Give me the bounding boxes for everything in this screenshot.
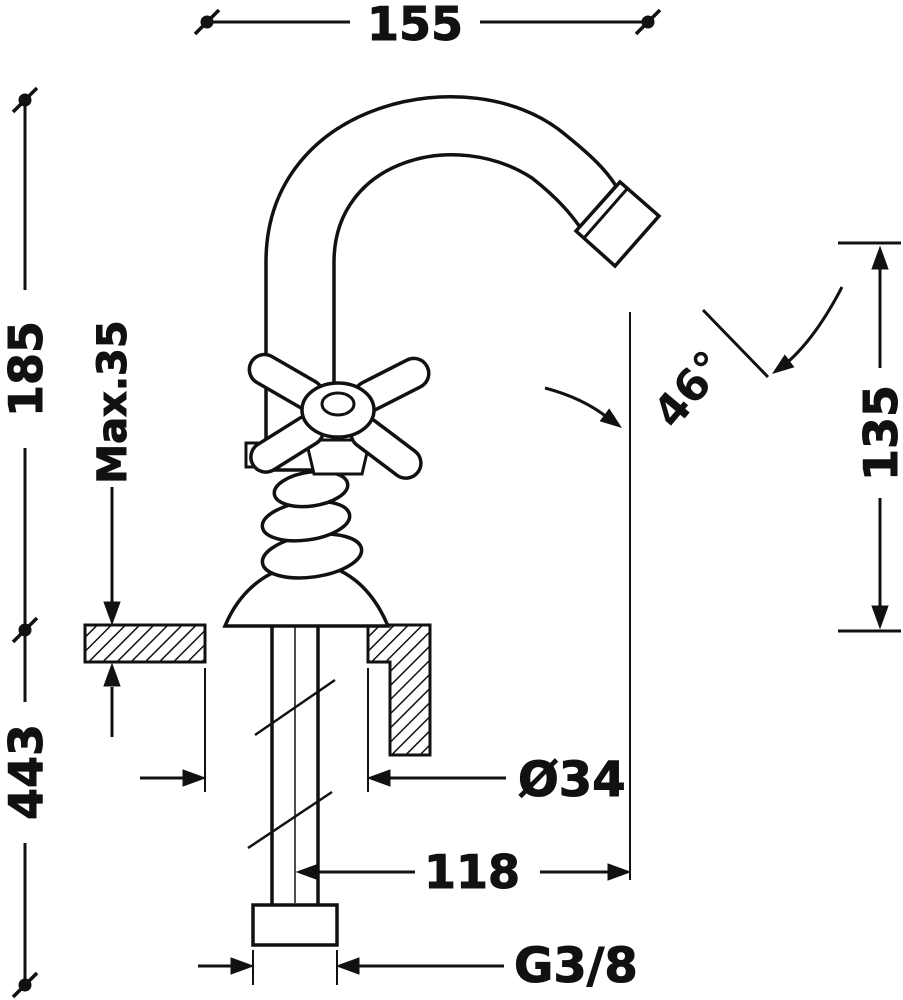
- spout: [264, 95, 619, 472]
- dim-443-tick-bottom: [11, 971, 39, 999]
- dim-185: 185: [0, 86, 54, 644]
- handle-hub-dome: [320, 391, 356, 417]
- dim-118-arrow-left: [295, 863, 320, 881]
- dim-135-arrow-up: [871, 245, 889, 270]
- dim-o34-arrow-left: [366, 769, 391, 787]
- dim-max35-label: Max.35: [90, 320, 136, 483]
- body-ring-upper: [272, 469, 350, 509]
- dim-o34-arrow-right: [182, 769, 207, 787]
- dim-185-tick-top: [11, 86, 39, 114]
- angle-arc-right-arrowhead: [772, 354, 795, 374]
- dim-155: 155: [193, 0, 662, 52]
- dim-g38-arrow-left: [335, 957, 360, 975]
- shank-and-centerlines: [247, 312, 631, 947]
- dim-135-arrow-down: [871, 605, 889, 630]
- angle-arc-left: [544, 386, 609, 420]
- aerator: [573, 179, 662, 269]
- dim-g38: G3/8: [198, 938, 638, 995]
- dim-o34-label: Ø34: [518, 752, 626, 808]
- dim-135-label: 135: [854, 385, 903, 481]
- angle-arc-left-arrowhead: [599, 408, 622, 428]
- countertop-deck: [83, 623, 432, 757]
- dim-135: 135: [838, 241, 903, 633]
- angle-arc-right: [777, 286, 844, 372]
- angle-reference-line: [701, 308, 770, 379]
- faucet-body: [222, 95, 662, 628]
- aerator-joint-line: [582, 188, 629, 239]
- dim-g38-arrow-right: [230, 957, 255, 975]
- pipe-break-mark-lower: [247, 790, 333, 850]
- deck-left-section: [83, 623, 207, 664]
- dim-155-label: 155: [367, 0, 463, 51]
- dim-443: 443: [0, 630, 54, 999]
- dim-max35-arrow-up: [103, 662, 121, 687]
- cross-handle: [247, 352, 431, 480]
- bonnet: [304, 438, 372, 476]
- dim-g38-label: G3/8: [514, 938, 638, 994]
- dim-118-arrow-right: [607, 863, 632, 881]
- dim-155-tick-left: [193, 8, 221, 36]
- dim-118-label: 118: [424, 845, 520, 899]
- pipe-break-mark-upper: [254, 678, 336, 737]
- dim-118: 118: [295, 845, 632, 900]
- dim-max35: Max.35: [90, 320, 137, 737]
- dim-o34: Ø34: [140, 668, 626, 809]
- dim-185-label: 185: [0, 321, 53, 417]
- dim-46deg-label: 46°: [644, 341, 737, 438]
- annotation-46deg: 46°: [544, 286, 844, 438]
- deck-right-section: [366, 623, 432, 757]
- dim-443-label: 443: [0, 724, 53, 820]
- dim-max35-arrow-down: [103, 601, 121, 626]
- mounting-nut: [251, 903, 339, 947]
- dim-155-tick-right: [634, 8, 662, 36]
